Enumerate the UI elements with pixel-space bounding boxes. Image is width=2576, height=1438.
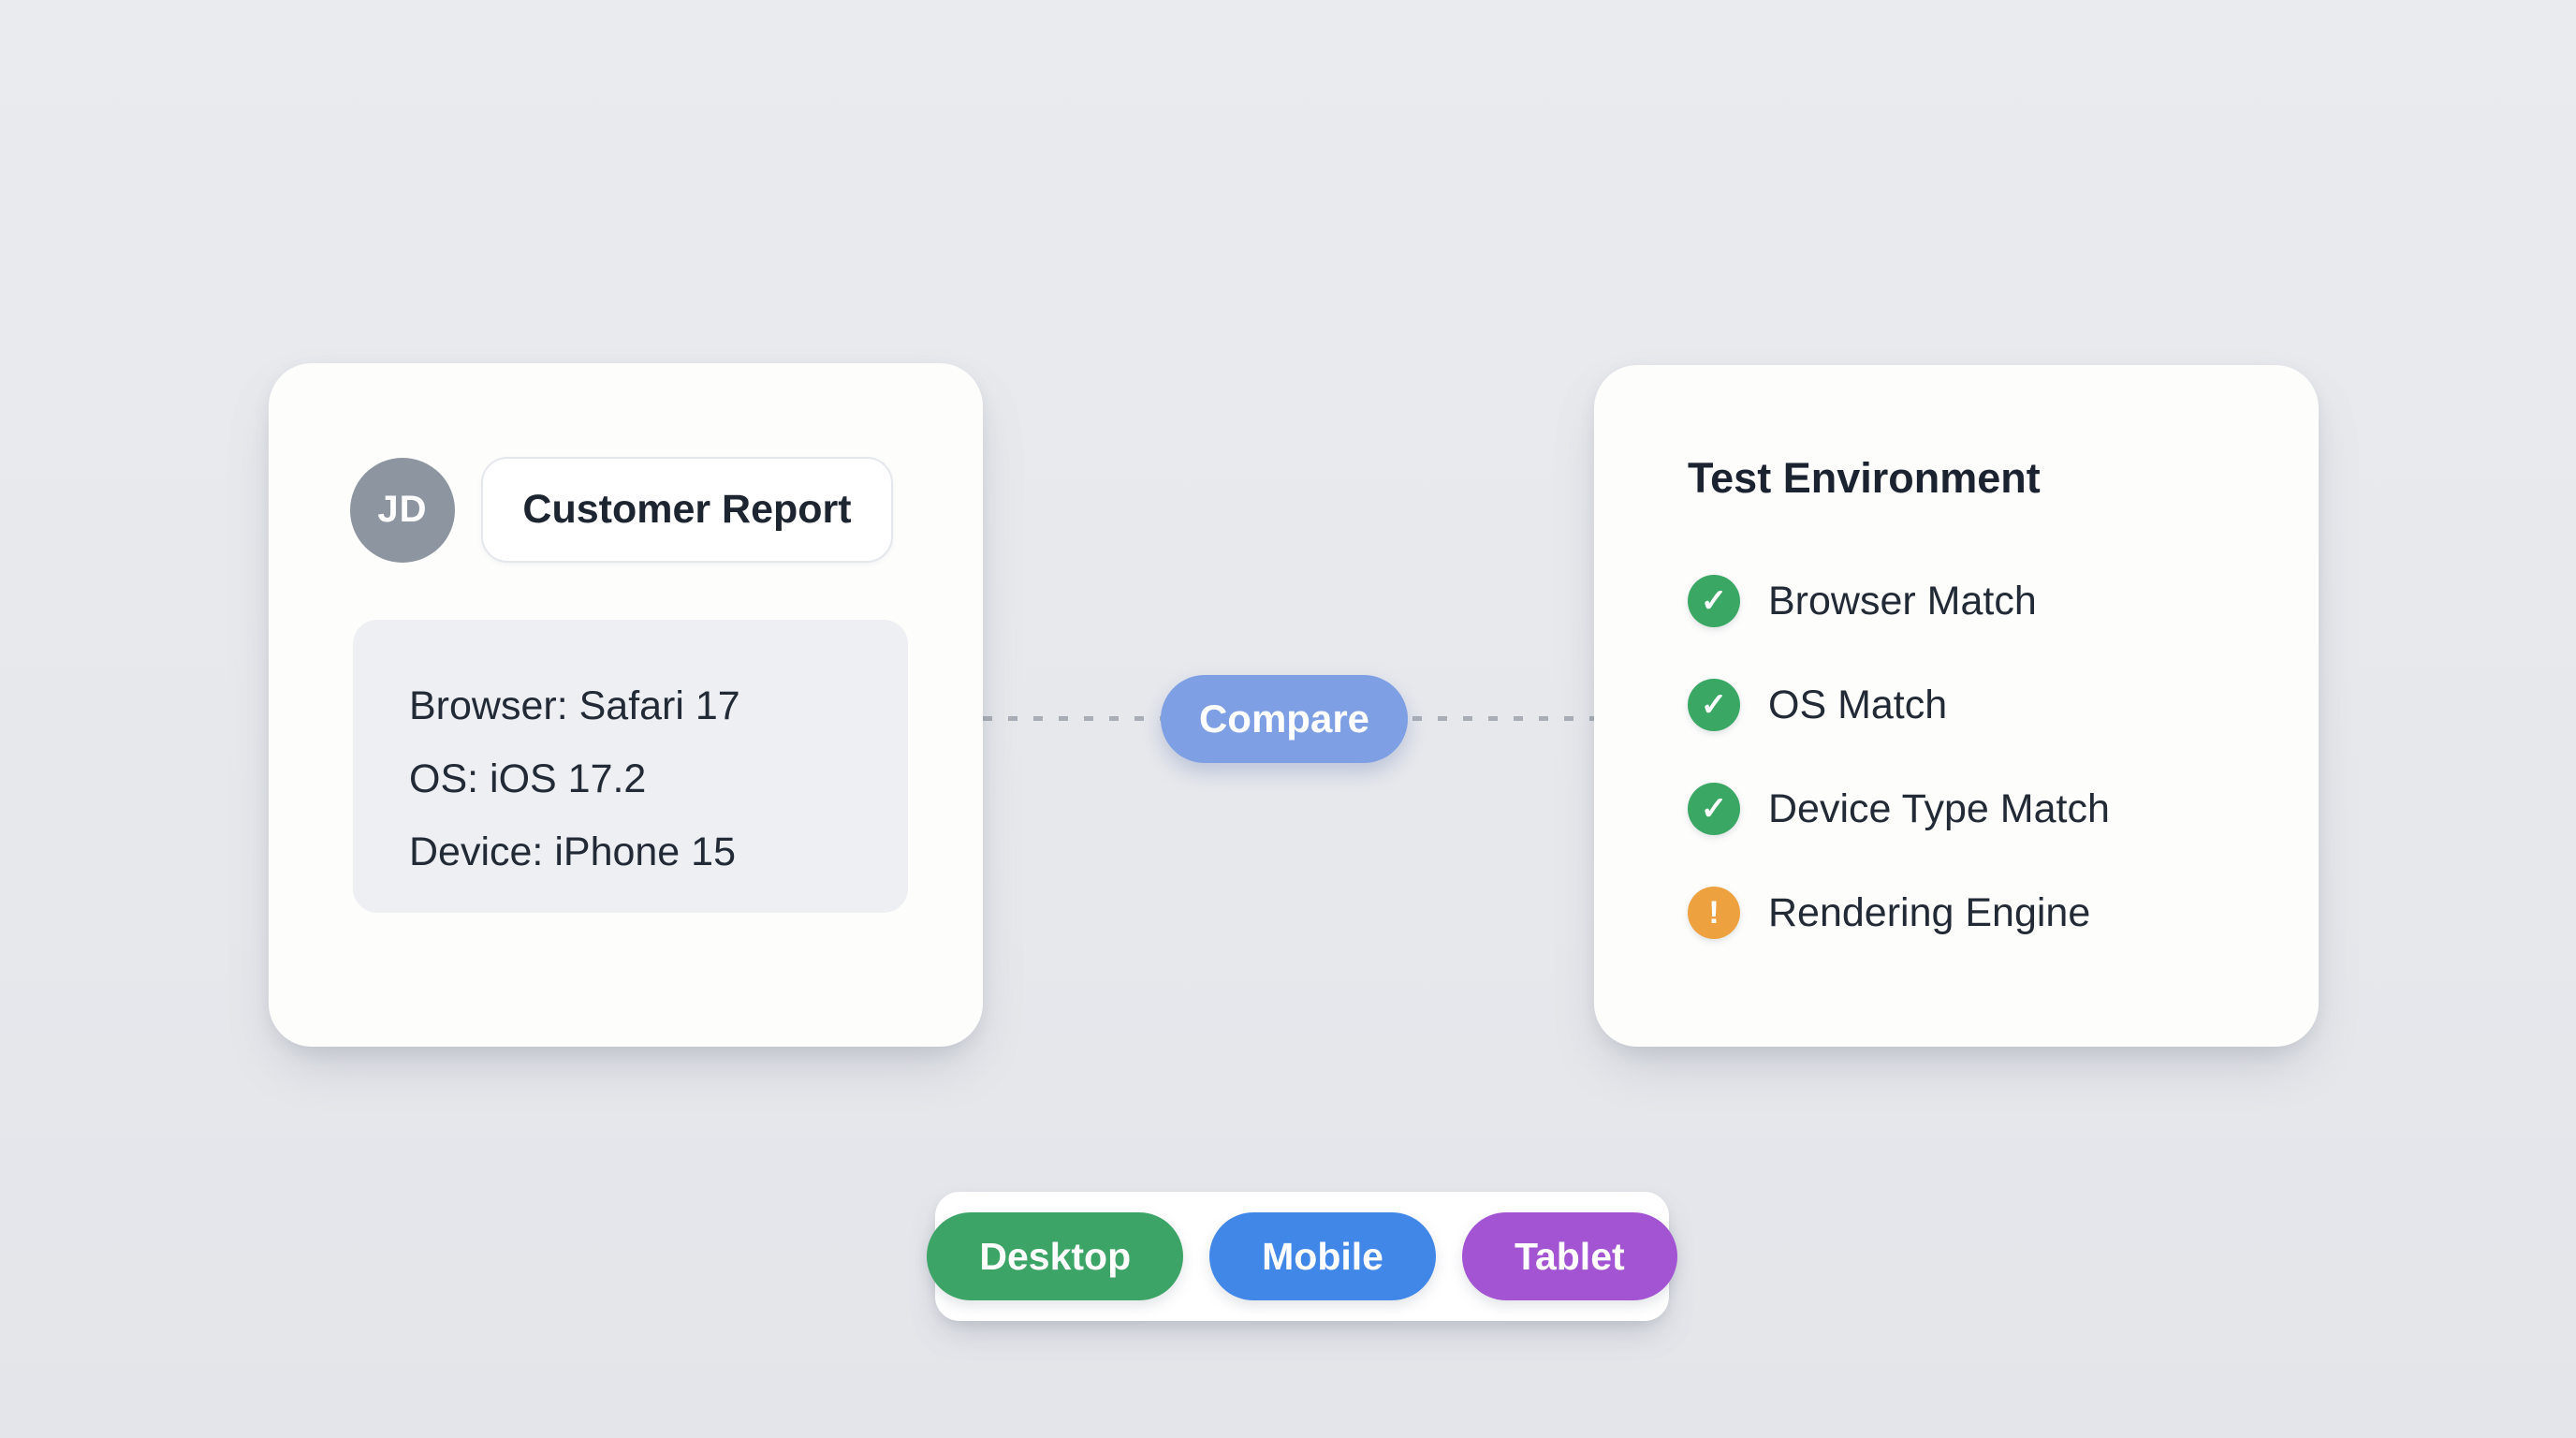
device-type-toolbar: Desktop Mobile Tablet bbox=[927, 1192, 1677, 1321]
mobile-button[interactable]: Mobile bbox=[1209, 1212, 1436, 1300]
checklist-item-label: OS Match bbox=[1768, 682, 1948, 727]
check-icon: ✓ bbox=[1688, 679, 1740, 731]
compare-button[interactable]: Compare bbox=[1161, 675, 1408, 763]
warning-icon: ! bbox=[1688, 887, 1740, 939]
checklist-item-label: Device Type Match bbox=[1768, 785, 2110, 831]
customer-report-title-chip[interactable]: Customer Report bbox=[481, 457, 893, 563]
checklist-item-device-type-match: ✓ Device Type Match bbox=[1688, 783, 2110, 835]
checklist-item-label: Browser Match bbox=[1768, 578, 2037, 624]
browser-detail: Browser: Safari 17 bbox=[409, 683, 740, 728]
checklist-item-label: Rendering Engine bbox=[1768, 889, 2091, 935]
checklist-item-rendering-engine: ! Rendering Engine bbox=[1688, 887, 2110, 939]
test-environment-title: Test Environment bbox=[1688, 454, 2041, 502]
match-checklist: ✓ Browser Match ✓ OS Match ✓ Device Type… bbox=[1688, 575, 2110, 939]
avatar: JD bbox=[350, 457, 455, 563]
device-details-box: Browser: Safari 17 OS: iOS 17.2 Device: … bbox=[353, 620, 908, 913]
check-icon: ✓ bbox=[1688, 575, 1740, 627]
test-environment-card: Test Environment ✓ Browser Match ✓ OS Ma… bbox=[1594, 365, 2319, 1047]
checklist-item-os-match: ✓ OS Match bbox=[1688, 679, 2110, 731]
checklist-item-browser-match: ✓ Browser Match bbox=[1688, 575, 2110, 627]
customer-card-header: JD Customer Report bbox=[350, 457, 893, 563]
os-detail: OS: iOS 17.2 bbox=[409, 756, 647, 801]
check-icon: ✓ bbox=[1688, 783, 1740, 835]
tablet-button[interactable]: Tablet bbox=[1461, 1212, 1677, 1300]
customer-report-card: JD Customer Report Browser: Safari 17 OS… bbox=[269, 363, 983, 1047]
desktop-button[interactable]: Desktop bbox=[927, 1212, 1184, 1300]
device-detail: Device: iPhone 15 bbox=[409, 829, 736, 874]
